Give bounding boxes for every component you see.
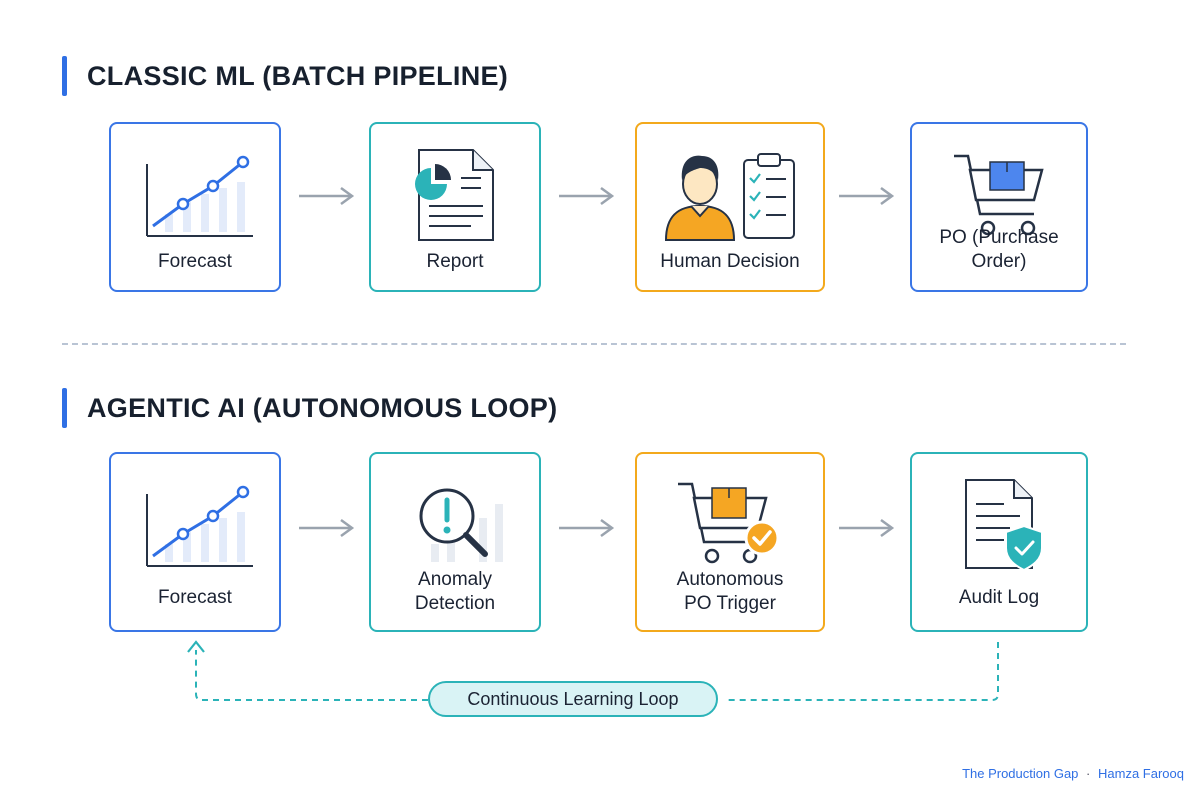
- person-clipboard-icon: [637, 144, 823, 244]
- arrow-right-icon: [559, 518, 615, 538]
- step-forecast-classic: Forecast: [109, 122, 281, 292]
- shopping-cart-icon: [912, 144, 1086, 244]
- label-line-2: Detection: [414, 593, 496, 614]
- step-human-decision: Human Decision: [635, 122, 825, 292]
- arrow-right-icon: [559, 186, 615, 206]
- document-shield-icon: [912, 474, 1086, 574]
- section-divider: [62, 343, 1126, 345]
- magnifier-alert-icon: [371, 474, 539, 574]
- feedback-loop-connector: [187, 640, 999, 701]
- step-forecast-agentic: Forecast: [109, 452, 281, 632]
- report-document-icon: [371, 144, 539, 244]
- step-report: Report: [369, 122, 541, 292]
- section-title-classic-ml: CLASSIC ML (BATCH PIPELINE): [62, 56, 508, 96]
- label-line-1: Anomaly: [418, 569, 492, 590]
- title-accent-bar: [62, 388, 67, 428]
- cart-check-icon: [637, 474, 823, 574]
- label-line-1: Autonomous: [676, 569, 784, 590]
- arrow-right-icon: [299, 186, 355, 206]
- footer-credit: The Production Gap · Hamza Farooq: [962, 766, 1184, 781]
- step-autonomous-po-trigger: Autonomous PO Trigger: [635, 452, 825, 632]
- step-audit-log: Audit Log: [910, 452, 1088, 632]
- forecast-chart-icon: [111, 474, 279, 574]
- step-label: PO (Purchase Order): [939, 227, 1059, 272]
- arrow-right-icon: [839, 518, 895, 538]
- step-label: Report: [426, 251, 484, 272]
- forecast-chart-icon: [111, 144, 279, 244]
- continuous-learning-loop-label: Continuous Learning Loop: [428, 681, 718, 717]
- step-label: Anomaly Detection: [377, 568, 533, 616]
- footer-source: The Production Gap: [962, 766, 1079, 781]
- step-label: Autonomous PO Trigger: [643, 568, 817, 616]
- step-label: Human Decision: [660, 251, 800, 272]
- step-purchase-order: PO (Purchase Order): [910, 122, 1088, 292]
- section-title-text: AGENTIC AI (AUTONOMOUS LOOP): [87, 392, 558, 423]
- step-label: Forecast: [158, 587, 232, 608]
- title-accent-bar: [62, 56, 67, 96]
- arrow-right-icon: [299, 518, 355, 538]
- step-label: Forecast: [158, 251, 232, 272]
- step-label: Audit Log: [958, 587, 1040, 608]
- footer-author: Hamza Farooq: [1098, 766, 1184, 781]
- label-line-2: PO Trigger: [684, 593, 776, 614]
- section-title-text: CLASSIC ML (BATCH PIPELINE): [87, 60, 509, 91]
- step-anomaly-detection: Anomaly Detection: [369, 452, 541, 632]
- arrow-right-icon: [839, 186, 895, 206]
- section-title-agentic-ai: AGENTIC AI (AUTONOMOUS LOOP): [62, 388, 557, 428]
- footer-separator: ·: [1086, 766, 1091, 781]
